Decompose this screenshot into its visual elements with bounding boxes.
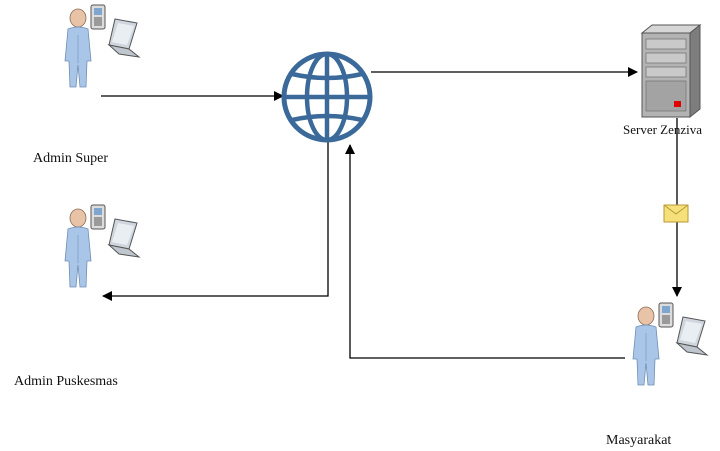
masyarakat-label: Masyarakat <box>606 433 671 448</box>
edge-masyarakat-to-internet <box>345 144 625 359</box>
admin-puskesmas-person-icon <box>64 204 140 288</box>
server-label: Server Zenziva <box>623 122 702 137</box>
admin-puskesmas-label: Admin Puskesmas <box>14 374 118 389</box>
envelope-icon <box>663 204 689 223</box>
admin-super-person-icon <box>64 4 140 88</box>
globe-icon <box>281 51 373 143</box>
masyarakat-person-icon <box>632 302 708 386</box>
admin-super-label: Admin Super <box>33 151 108 166</box>
server-tower-icon <box>640 23 702 119</box>
edge-internet-to-admin-puskesmas <box>102 142 329 301</box>
